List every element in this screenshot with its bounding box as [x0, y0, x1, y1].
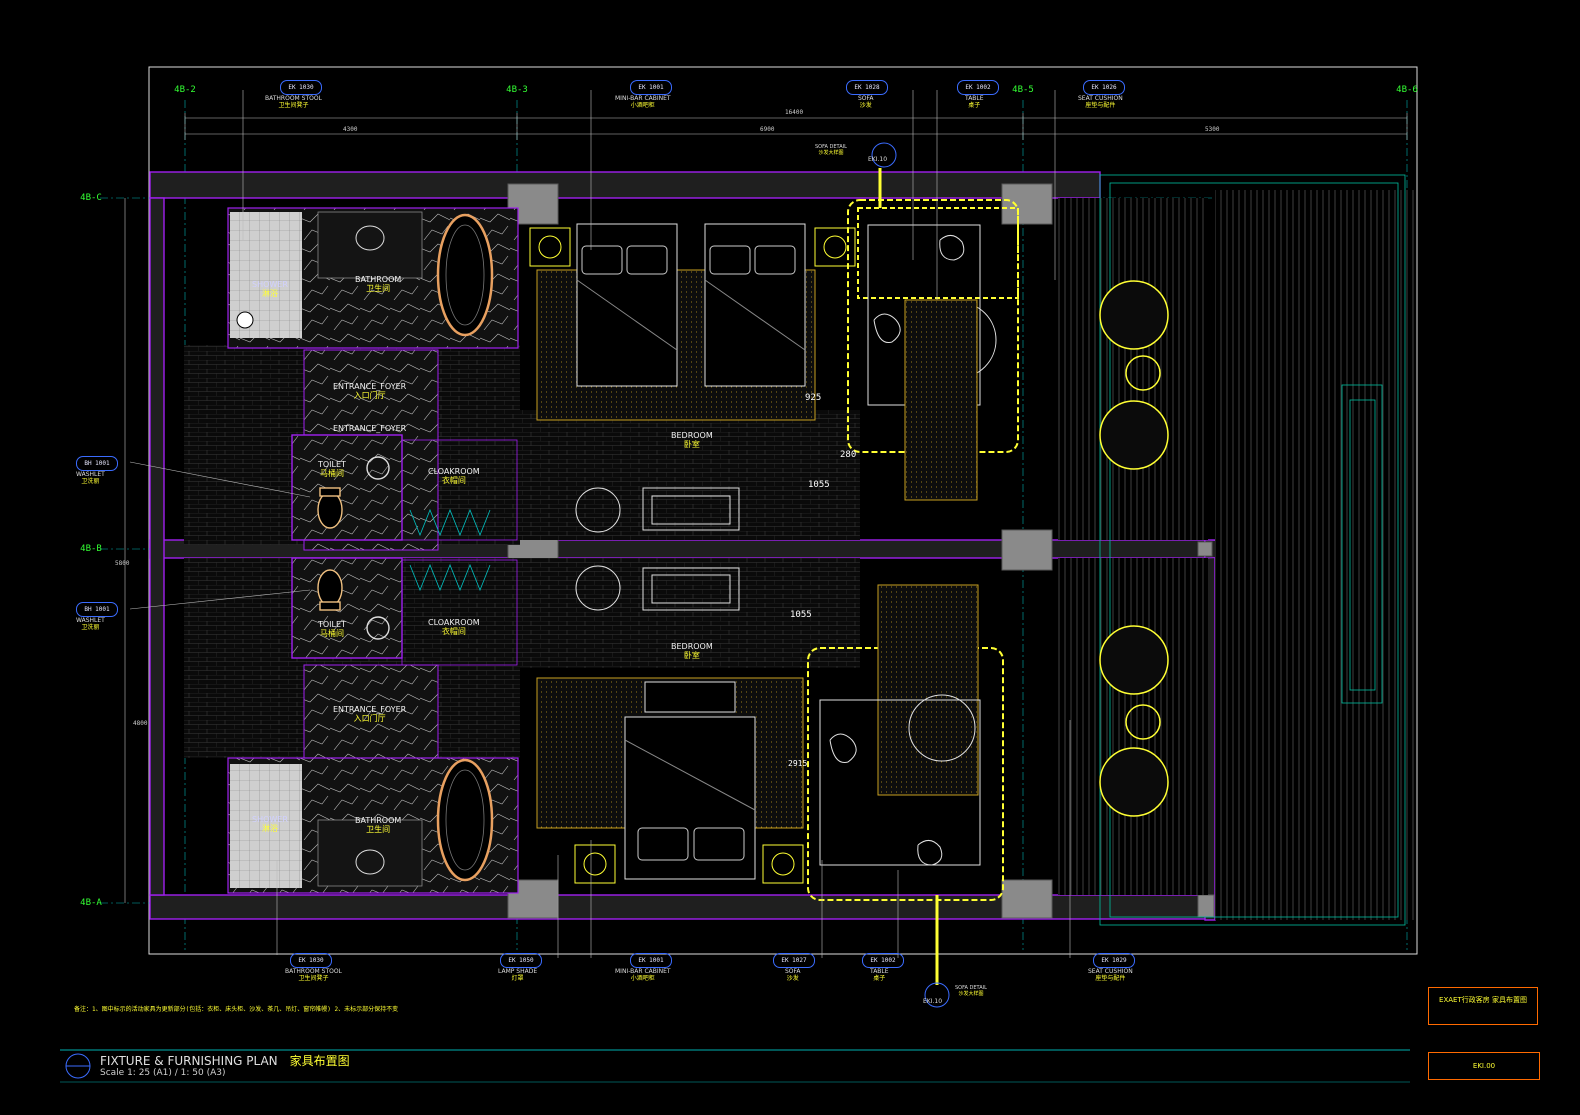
tag-seat-cushion-top: EK 1026 — [1083, 80, 1125, 95]
bathtub-lower — [436, 758, 494, 882]
dimension-lines — [124, 113, 1408, 903]
entrance-marble-lower — [303, 664, 439, 766]
dim-1055-lower: 1055 — [790, 610, 812, 620]
tag-bathroom-stool-bottom: EK 1030 — [290, 953, 332, 968]
nightstands-upper — [529, 227, 856, 267]
round-table-upper — [575, 487, 621, 533]
tag-seat-cushion-bottom: EK 1029 — [1093, 953, 1135, 968]
cloakroom-lower — [401, 559, 518, 666]
grid-label-col4: 4B-6 — [1396, 85, 1418, 95]
detail-callout-lower — [924, 982, 950, 1008]
twin-beds — [536, 223, 816, 421]
tag-table-top: EK 1002 — [957, 80, 999, 95]
cloakroom-upper — [401, 439, 518, 541]
grid-label-row1: 4B-C — [80, 193, 102, 203]
dim-280: 280 — [840, 450, 857, 460]
label-detail-sheet-top: EKI.10 — [868, 156, 888, 163]
drawing-notes: 备注：1、图中标示的活动家具为更新部分(包括：衣柜、床头柜、沙发、茶几、吊灯、窗… — [74, 1006, 399, 1013]
dim-2915: 2915 — [788, 759, 808, 768]
tag-minibar-bottom: EK 1001 — [630, 953, 672, 968]
seat-cushions — [1099, 280, 1169, 817]
title-block-name: EXAET行政客房 家具布置图 — [1428, 987, 1538, 1025]
dim-925: 925 — [805, 393, 822, 403]
tag-minibar-top: EK 1001 — [630, 80, 672, 95]
bedroom-floor-upper — [520, 410, 860, 540]
dim-span3: 5300 — [1205, 126, 1220, 133]
nightstands-lower — [574, 844, 804, 884]
tag-sofa-top: EK 1028 — [846, 80, 888, 95]
grid-label-row2: 4B-B — [80, 544, 102, 554]
dim-total: 16400 — [785, 109, 804, 116]
dim-1055-upper: 1055 — [808, 480, 830, 490]
grid-label-col1: 4B-2 — [174, 85, 196, 95]
balcony-deck-lower — [1058, 558, 1208, 895]
drawing-scale: Scale 1: 25 (A1) / 1: 50 (A3) — [100, 1068, 226, 1078]
balcony-deck-upper — [1058, 198, 1208, 540]
leader-lines — [129, 90, 1071, 958]
tag-washlet-upper: BH 1001 — [76, 456, 118, 471]
detail-callout-upper — [871, 142, 897, 168]
terrace-edge — [1099, 174, 1406, 926]
toilet-lower — [291, 557, 403, 659]
bench-lower — [642, 567, 740, 611]
label-detail-sheet-bottom: EKI.10 — [923, 998, 943, 1005]
round-table-lower — [575, 565, 621, 611]
shower-tray-lower — [230, 764, 302, 888]
title-block-sheet: EKI.00 — [1428, 1052, 1540, 1080]
dim-5800: 5800 — [115, 560, 130, 567]
sofa-lower — [807, 584, 1004, 901]
grid-label-col3: 4B-5 — [1012, 85, 1034, 95]
tag-bathroom-stool-top: EK 1030 — [280, 80, 322, 95]
dim-span1: 4300 — [343, 126, 358, 133]
king-bed — [536, 677, 804, 880]
tag-sofa-bottom: EK 1027 — [773, 953, 815, 968]
tag-lamp-shade: EK 1050 — [500, 953, 542, 968]
room-label-entrance-upper-2: ENTRANCE_FOYER — [333, 424, 407, 433]
sofa-upper — [847, 199, 1019, 501]
toilet-upper — [291, 434, 403, 541]
grid-label-row3: 4B-A — [80, 898, 102, 908]
bench-upper — [642, 487, 740, 531]
dim-span2: 6900 — [760, 126, 775, 133]
bathtub-upper — [436, 213, 494, 337]
tag-table-bottom: EK 1002 — [862, 953, 904, 968]
bedroom-floor-lower — [520, 558, 860, 668]
grid-label-col2: 4B-3 — [506, 85, 528, 95]
drawing-border — [148, 66, 1418, 955]
terrace-deck — [1215, 190, 1415, 920]
tag-washlet-lower: BH 1001 — [76, 602, 118, 617]
dim-4800: 4800 — [133, 720, 148, 727]
